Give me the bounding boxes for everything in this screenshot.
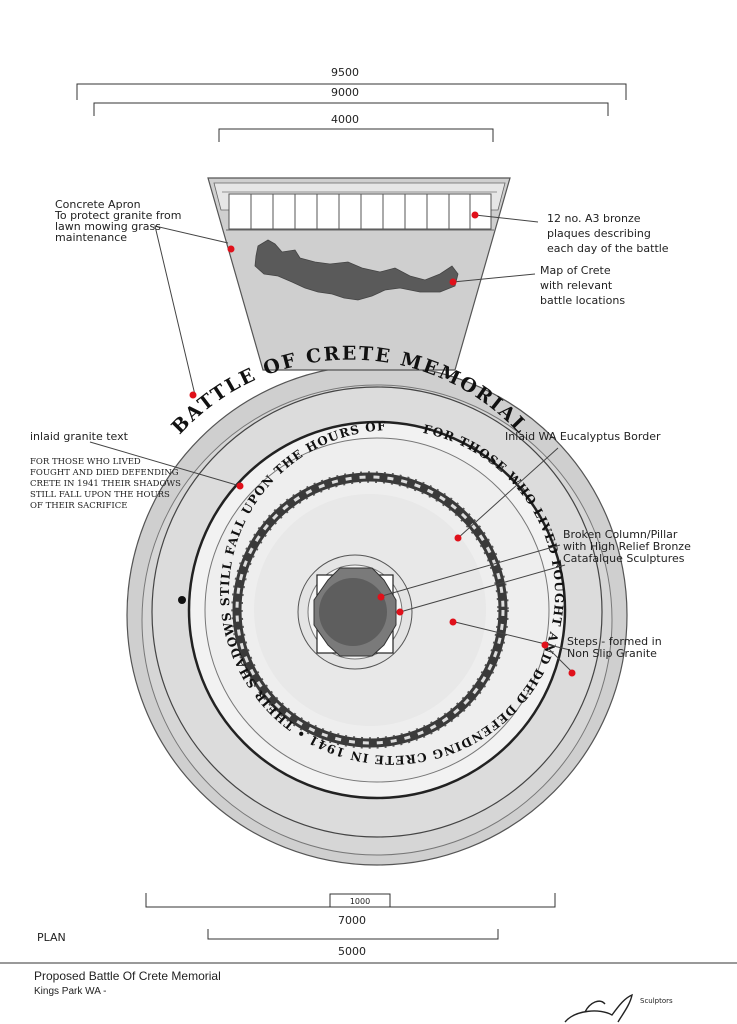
svg-text:inlaid granite text: inlaid granite text [30,430,129,443]
dimension-label: 4000 [331,113,359,126]
dimension-9500: 9500 [76,66,627,100]
footer-title: Proposed Battle Of Crete Memorial [34,969,221,983]
svg-text:Non Slip Granite: Non Slip Granite [567,647,657,660]
signature-logo: Sculptors [564,993,673,1023]
svg-text:To protect granite from: To protect granite from [54,209,181,222]
dimension-1000: 1000 [329,893,391,908]
svg-text:with High Relief Bronze: with High Relief Bronze [563,540,691,553]
svg-text:CRETE IN 1941 THEIR SHADOWS: CRETE IN 1941 THEIR SHADOWS [30,479,181,489]
annotation-column: Broken Column/Pillar with High Relief Br… [563,528,691,565]
svg-text:Catafalque Sculptures: Catafalque Sculptures [563,552,685,565]
annotation-steps: Steps - formed in Non Slip Granite [567,635,662,660]
svg-text:FOUGHT AND DIED DEFENDING: FOUGHT AND DIED DEFENDING [30,468,179,478]
svg-text:plaques describing: plaques describing [547,227,651,240]
svg-text:7000: 7000 [338,914,366,927]
svg-text:battle locations: battle locations [540,294,625,307]
svg-text:OF THEIR SACRIFICE: OF THEIR SACRIFICE [30,501,128,511]
svg-text:Steps - formed in: Steps - formed in [567,635,662,648]
signature-label: Sculptors [640,997,673,1005]
dimension-label: 9000 [331,86,359,99]
dimension-7000: 7000 [145,893,556,927]
footer-subtitle: Kings Park WA - [34,986,106,997]
svg-text:FOR THOSE WHO LIVED: FOR THOSE WHO LIVED [30,457,141,467]
dimension-4000: 4000 [218,113,494,142]
svg-text:lawn mowing grass: lawn mowing grass [55,220,161,233]
crete-map [254,239,459,301]
annotation-eucalyptus: Inlaid WA Eucalyptus Border [505,430,661,443]
broken-column [297,554,413,670]
annotation-markers [189,211,576,677]
dimension-9000: 9000 [93,86,609,116]
svg-text:Map of Crete: Map of Crete [540,264,611,277]
annotation-plaques: 12 no. A3 bronze plaques describing each… [547,212,669,255]
svg-text:each day of the battle: each day of the battle [547,242,669,255]
annotation-concrete-apron: Concrete Apron To protect granite from l… [54,198,181,244]
annotation-map: Map of Crete with relevant battle locati… [540,264,625,307]
svg-text:1000: 1000 [350,897,370,906]
svg-text:Broken Column/Pillar: Broken Column/Pillar [563,528,678,541]
svg-text:12 no. A3 bronze: 12 no. A3 bronze [547,212,641,225]
svg-text:Concrete Apron: Concrete Apron [55,198,141,211]
svg-text:STILL FALL UPON THE HOURS: STILL FALL UPON THE HOURS [30,490,170,500]
annotation-inlaid-text: inlaid granite text FOR THOSE WHO LIVED … [30,430,181,511]
dimension-5000: 5000 [207,929,499,958]
svg-text:with relevant: with relevant [540,279,613,292]
plan-label: PLAN [37,931,66,944]
svg-text:maintenance: maintenance [55,231,127,244]
dimension-label: 9500 [331,66,359,79]
bronze-plaques-row [228,193,492,230]
svg-text:5000: 5000 [338,945,366,958]
ring-text-bullet [178,596,186,604]
eucalyptus-border [231,471,509,749]
leader-lines [89,214,573,673]
